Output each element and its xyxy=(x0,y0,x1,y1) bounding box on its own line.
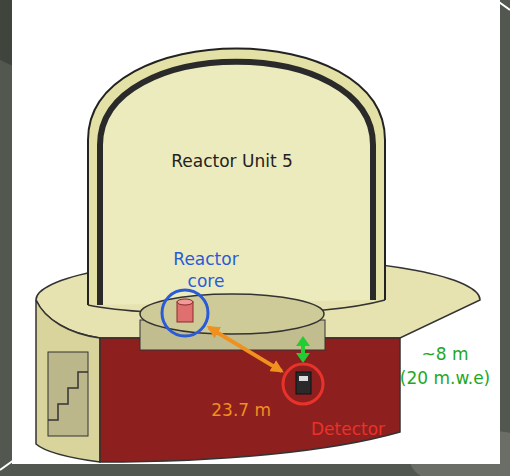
reactor-core-top xyxy=(177,299,193,305)
core-ring: Reactor core xyxy=(160,288,210,338)
callout-circle xyxy=(162,290,208,336)
detector-panel xyxy=(299,376,308,381)
dome-outer xyxy=(88,49,385,306)
dimension-label: ~8 m xyxy=(388,343,502,365)
dimension-label: (20 m.w.e) xyxy=(388,367,502,389)
core-label: Reactor core xyxy=(164,248,248,292)
depth-arrowhead xyxy=(296,336,310,346)
building-node: Reactor coreDetector Reactor Unit 5 xyxy=(35,8,480,462)
callout-circle xyxy=(160,288,210,338)
white-panel xyxy=(12,0,500,464)
corner-line xyxy=(496,0,510,10)
base-wall xyxy=(36,300,100,462)
detector-symbol xyxy=(296,372,311,394)
detector-ring: Detector xyxy=(281,362,325,406)
corner-line xyxy=(0,460,14,470)
callout-circle xyxy=(281,362,325,406)
callout-circle xyxy=(283,364,323,404)
stairs xyxy=(48,372,88,420)
stair-well xyxy=(48,352,88,436)
distance-arrow xyxy=(209,327,282,371)
building-label: Reactor Unit 5 xyxy=(147,150,317,172)
distance-label: 23.7 m xyxy=(211,399,271,421)
dome-inner xyxy=(100,62,373,305)
detector-label: Detector xyxy=(306,418,390,440)
depth-arrowhead xyxy=(296,353,310,363)
earth-section xyxy=(100,338,400,462)
